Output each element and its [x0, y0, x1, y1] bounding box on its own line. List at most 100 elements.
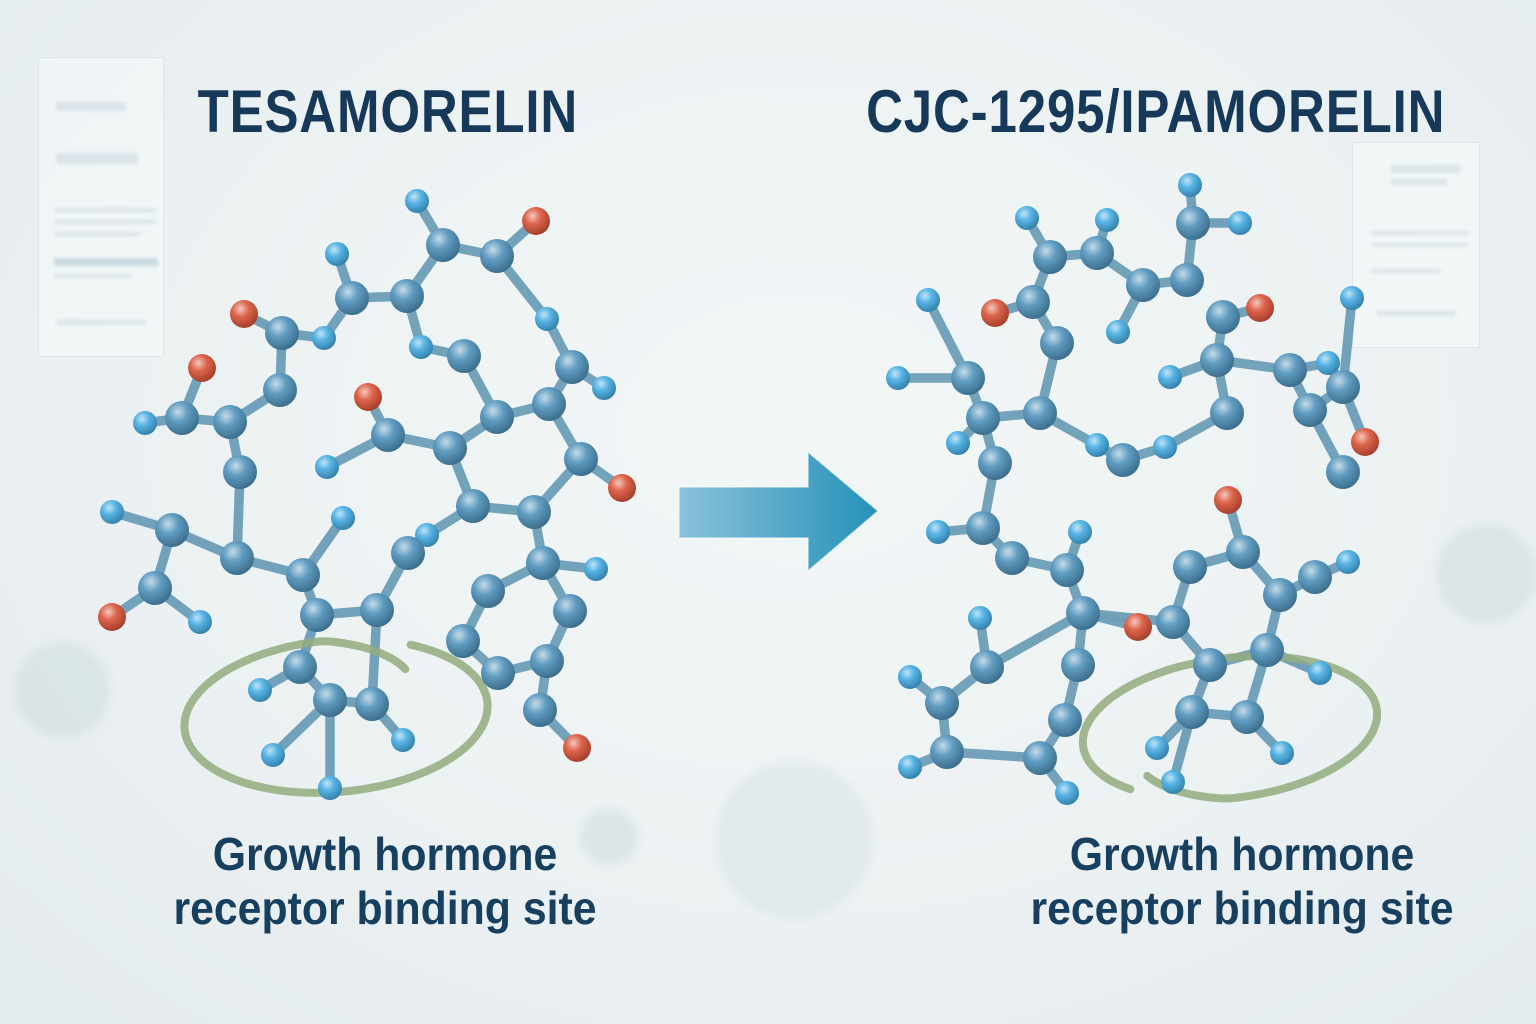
ghost-line	[1370, 269, 1442, 273]
hydrogen-atom	[248, 678, 272, 702]
carbon-atom	[970, 650, 1004, 684]
right-binding-site-caption: Growth hormone receptor binding site	[992, 828, 1492, 936]
carbon-atom	[1126, 268, 1160, 302]
ghost-line	[1390, 165, 1461, 173]
carbon-atom	[300, 598, 334, 632]
oxygen-atom	[981, 299, 1009, 327]
carbon-atom	[220, 541, 254, 575]
hydrogen-atom	[946, 431, 970, 455]
carbon-atom	[1033, 240, 1067, 274]
carbon-atom	[355, 687, 389, 721]
hydrogen-atom	[133, 411, 157, 435]
carbon-atom	[446, 624, 480, 658]
carbon-atom	[995, 541, 1029, 575]
right-caption-text: Growth hormone receptor binding site	[1030, 828, 1454, 934]
ghost-line	[1370, 243, 1469, 247]
carbon-atom	[951, 361, 985, 395]
ghost-line	[53, 258, 159, 266]
oxygen-atom	[1214, 486, 1242, 514]
carbon-atom	[530, 644, 564, 678]
left-title-text: TESAMORELIN	[197, 78, 579, 145]
carbon-atom	[138, 571, 172, 605]
carbon-atom	[1170, 263, 1204, 297]
carbon-atom	[263, 373, 297, 407]
hydrogen-atom	[1270, 741, 1294, 765]
ghost-circle	[580, 808, 638, 866]
carbon-atom	[313, 683, 347, 717]
carbon-atom	[481, 656, 515, 690]
carbon-atom	[925, 686, 959, 720]
carbon-atom	[1263, 578, 1297, 612]
bond	[982, 608, 1088, 672]
carbon-atom	[1106, 443, 1140, 477]
hydrogen-atom	[315, 455, 339, 479]
hydrogen-atom	[1068, 520, 1092, 544]
carbon-atom	[426, 228, 460, 262]
hydrogen-atom	[325, 242, 349, 266]
carbon-atom	[517, 495, 551, 529]
carbon-atom	[532, 387, 566, 421]
oxygen-atom	[1124, 613, 1152, 641]
hydrogen-atom	[1145, 736, 1169, 760]
oxygen-atom	[98, 603, 126, 631]
ghost-document-left	[38, 57, 164, 357]
carbon-atom	[1230, 700, 1264, 734]
molecule-tesamorelin	[98, 189, 636, 800]
carbon-atom	[223, 455, 257, 489]
left-binding-site-caption: Growth hormone receptor binding site	[135, 828, 635, 936]
ghost-line	[53, 220, 156, 224]
carbon-atom	[1175, 695, 1209, 729]
binding-site-ellipse	[180, 637, 492, 797]
ghost-line	[53, 232, 141, 236]
hydrogen-atom	[1158, 365, 1182, 389]
carbon-atom	[265, 316, 299, 350]
ghost-line	[56, 153, 139, 164]
left-caption-text: Growth hormone receptor binding site	[173, 828, 597, 934]
carbon-atom	[471, 574, 505, 608]
carbon-atom	[391, 536, 425, 570]
ghost-line	[56, 102, 125, 111]
hydrogen-atom	[916, 288, 940, 312]
carbon-atom	[155, 513, 189, 547]
hydrogen-atom	[1055, 781, 1079, 805]
carbon-atom	[371, 418, 405, 452]
carbon-atom	[1176, 206, 1210, 240]
carbon-atom	[335, 281, 369, 315]
carbon-atom	[1023, 396, 1057, 430]
carbon-atom	[564, 442, 598, 476]
carbon-atom	[480, 400, 514, 434]
right-molecule-title: CJC-1295/IPAMORELIN	[815, 80, 1475, 143]
hydrogen-atom	[886, 366, 910, 390]
carbon-atom	[966, 511, 1000, 545]
hydrogen-atom	[1178, 173, 1202, 197]
hydrogen-atom	[592, 376, 616, 400]
carbon-atom	[1173, 550, 1207, 584]
carbon-atom	[1293, 393, 1327, 427]
carbon-atom	[1226, 535, 1260, 569]
hydrogen-atom	[409, 335, 433, 359]
hydrogen-atom	[100, 500, 124, 524]
hydrogen-atom	[1015, 206, 1039, 230]
carbon-atom	[390, 279, 424, 313]
ghost-line	[1390, 179, 1448, 185]
hydrogen-atom	[1316, 351, 1340, 375]
hydrogen-atom	[261, 743, 285, 767]
atoms	[98, 189, 636, 800]
carbon-atom	[1016, 285, 1050, 319]
carbon-atom	[1156, 605, 1190, 639]
oxygen-atom	[522, 207, 550, 235]
hydrogen-atom	[926, 520, 950, 544]
carbon-atom	[1061, 648, 1095, 682]
hydrogen-atom	[535, 307, 559, 331]
carbon-atom	[1040, 326, 1074, 360]
oxygen-atom	[1246, 294, 1274, 322]
carbon-atom	[1326, 455, 1360, 489]
molecule-cjc1295-ipamorelin	[886, 173, 1382, 805]
ghost-line	[1375, 311, 1457, 316]
hydrogen-atom	[898, 665, 922, 689]
carbon-atom	[456, 489, 490, 523]
oxygen-atom	[563, 734, 591, 762]
hydrogen-atom	[312, 326, 336, 350]
ghost-document-right	[1352, 142, 1480, 348]
